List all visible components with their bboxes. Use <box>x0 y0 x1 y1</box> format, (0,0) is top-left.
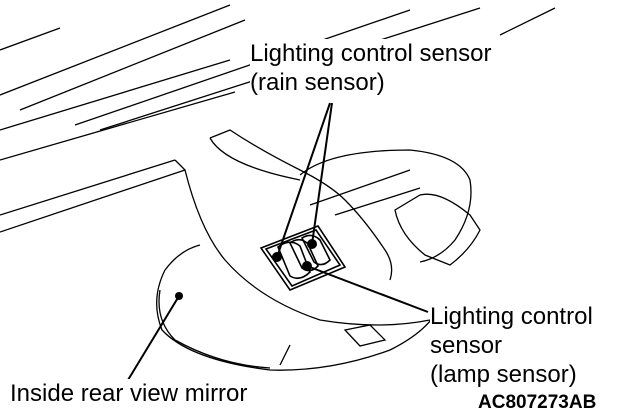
mirror-label: Inside rear view mirror <box>10 379 248 408</box>
leader-lines <box>127 102 429 381</box>
mirror-housing <box>156 129 481 371</box>
sensor-module <box>259 225 347 291</box>
lamp-sensor-label: Lighting control <box>430 302 593 331</box>
lamp-sensor-sublabel: (lamp sensor) <box>430 360 577 389</box>
rain-sensor-sublabel: (rain sensor) <box>250 68 385 97</box>
figure-code: AC807273AB <box>478 392 597 413</box>
leader-dots <box>175 239 317 300</box>
rain-sensor-label: Lighting control sensor <box>250 39 492 68</box>
lamp-sensor-label-2: sensor <box>430 331 503 360</box>
